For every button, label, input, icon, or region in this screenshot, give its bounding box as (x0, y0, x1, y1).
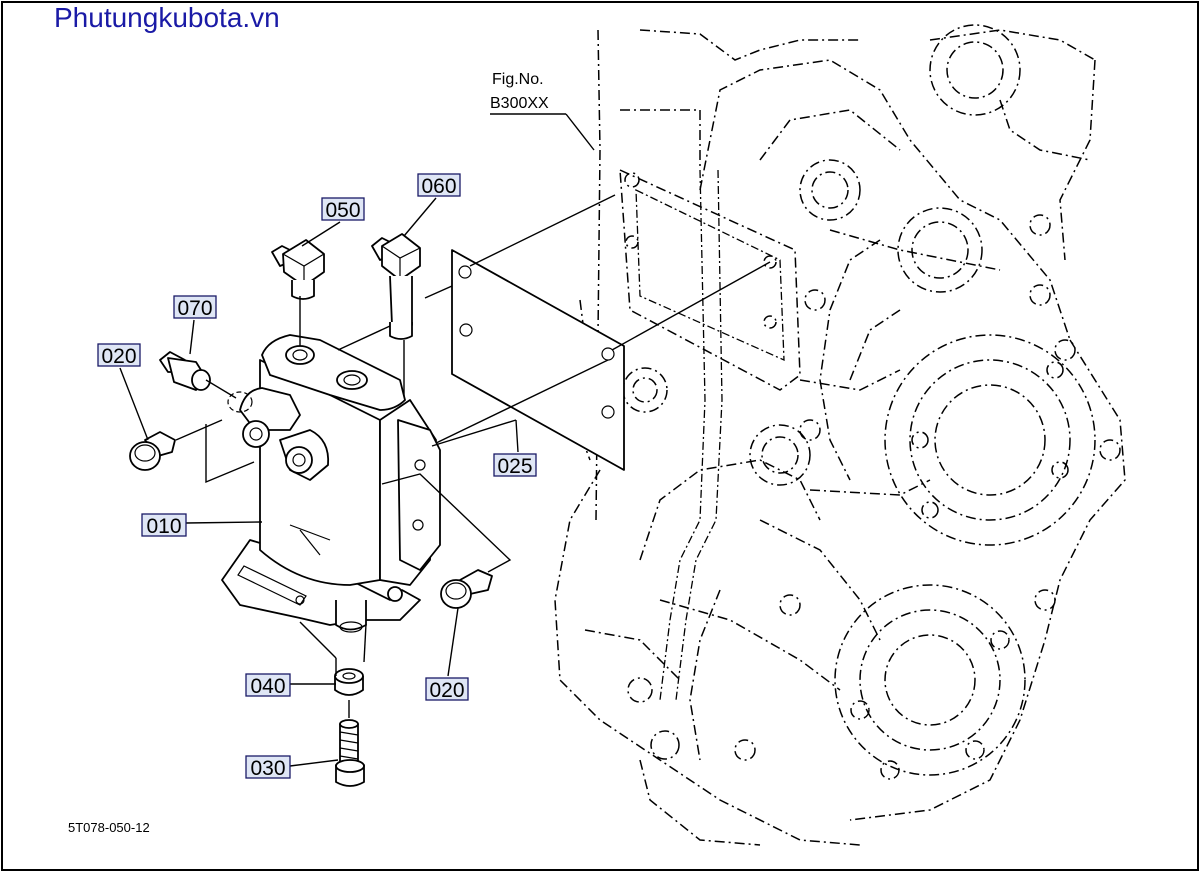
label-030[interactable]: 030 (245, 755, 291, 780)
diagram-code: 5T078-050-12 (68, 820, 150, 835)
elbow-fitting-060 (371, 233, 421, 340)
label-020-right[interactable]: 020 (425, 677, 469, 702)
fitting-070 (159, 351, 211, 391)
label-070-text: 070 (177, 297, 212, 320)
label-030-text: 030 (250, 757, 285, 780)
bolt-030 (335, 719, 365, 787)
label-060[interactable]: 060 (417, 173, 461, 198)
label-020-left-text: 020 (101, 345, 136, 368)
label-010-text: 010 (146, 515, 181, 538)
label-020-right-text: 020 (429, 679, 464, 702)
plug-020-right (440, 569, 493, 609)
valve-body (221, 334, 441, 633)
label-025[interactable]: 025 (493, 453, 537, 478)
label-010[interactable]: 010 (141, 513, 187, 538)
transmission-housing (554, 24, 1126, 846)
leader-lines (119, 113, 595, 767)
nut-040 (334, 668, 364, 696)
gasket-plate (424, 194, 771, 471)
elbow-fitting-050 (271, 239, 325, 300)
figure-ref-line1: Fig.No. (492, 71, 544, 88)
label-040-text: 040 (250, 675, 285, 698)
label-040[interactable]: 040 (245, 673, 291, 698)
label-025-text: 025 (497, 455, 532, 478)
label-050[interactable]: 050 (321, 197, 365, 222)
label-070[interactable]: 070 (173, 295, 217, 320)
plug-020-left (129, 431, 176, 471)
figure-ref-line2: B300XX (490, 95, 549, 112)
label-050-text: 050 (325, 199, 360, 222)
site-watermark: Phutungkubota.vn (54, 2, 280, 33)
label-020-left[interactable]: 020 (97, 343, 141, 368)
label-060-text: 060 (421, 175, 456, 198)
